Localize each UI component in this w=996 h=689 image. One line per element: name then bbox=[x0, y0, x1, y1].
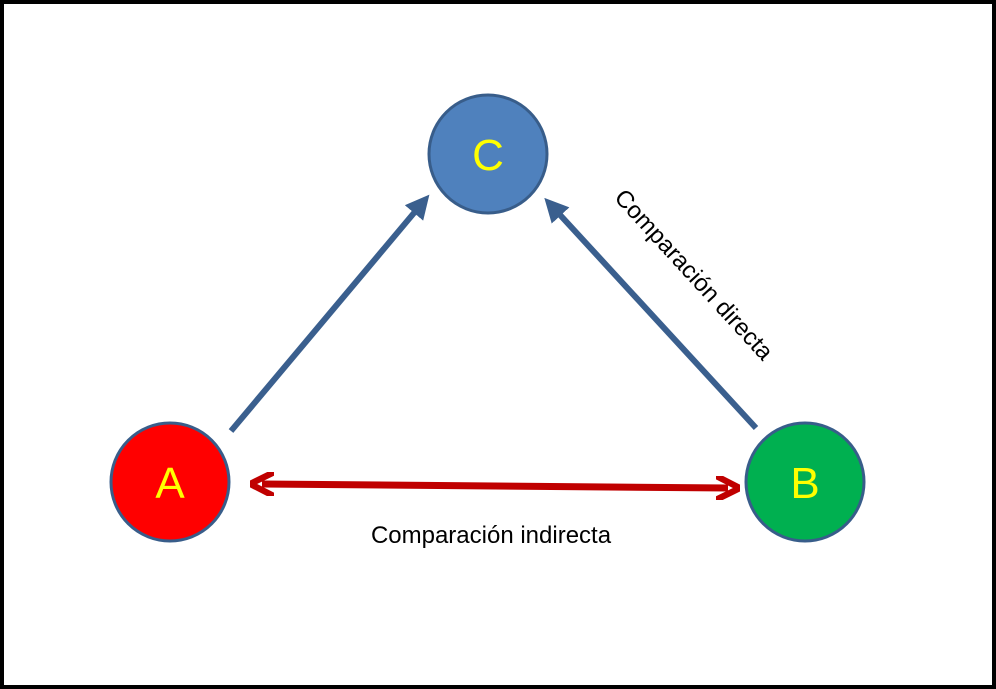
node-b: B bbox=[744, 421, 866, 543]
direct-arrow-a-to-c bbox=[228, 194, 430, 433]
node-a-label: A bbox=[155, 459, 185, 508]
node-b-label: B bbox=[790, 459, 819, 508]
indirect-comparison-label: Comparación indirecta bbox=[371, 522, 612, 549]
indirect-arrow-a-b bbox=[262, 484, 728, 488]
direct-comparison-label: Comparación directa bbox=[609, 184, 779, 366]
node-c-circle bbox=[427, 93, 549, 215]
node-a-circle bbox=[109, 421, 231, 543]
node-c: C bbox=[427, 93, 549, 215]
direct-arrow-b-to-c bbox=[544, 197, 759, 431]
node-c-label: C bbox=[472, 131, 504, 180]
node-b-circle bbox=[744, 421, 866, 543]
node-a: A bbox=[109, 421, 231, 543]
comparison-diagram: C A B Comparación directa Comparación in… bbox=[109, 93, 866, 549]
